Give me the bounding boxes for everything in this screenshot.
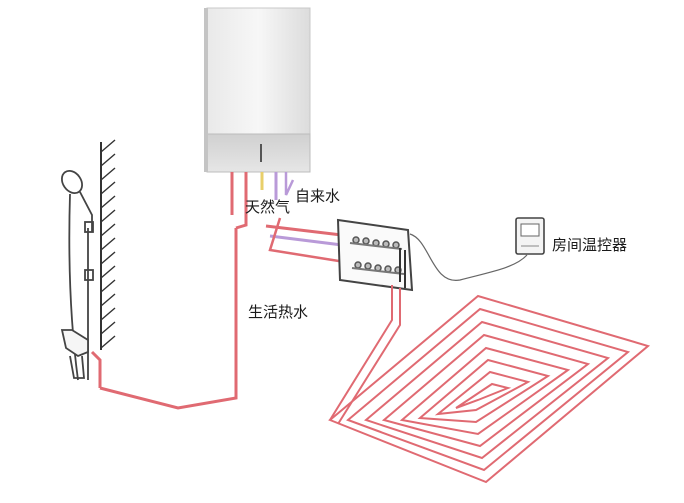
floor-heating-coil-icon bbox=[328, 294, 651, 484]
wall-boiler-icon bbox=[204, 7, 311, 173]
thermostat-cable bbox=[409, 233, 528, 281]
manifold-supply-pipes bbox=[265, 217, 351, 264]
label-room-thermostat: 房间温控器 bbox=[552, 236, 628, 254]
hot-water-pipe bbox=[90, 228, 238, 410]
wall bbox=[100, 139, 116, 350]
boiler-connection-pipes bbox=[230, 172, 295, 230]
label-tap-water: 自来水 bbox=[295, 187, 341, 205]
label-domestic-hot-water: 生活热水 bbox=[248, 303, 309, 321]
thermostat-icon bbox=[515, 217, 545, 255]
manifold-icon bbox=[336, 218, 414, 292]
floor-heating-feed-pipes bbox=[329, 285, 401, 425]
label-natural-gas: 天然气 bbox=[245, 198, 291, 216]
shower-head-icon bbox=[60, 169, 94, 381]
